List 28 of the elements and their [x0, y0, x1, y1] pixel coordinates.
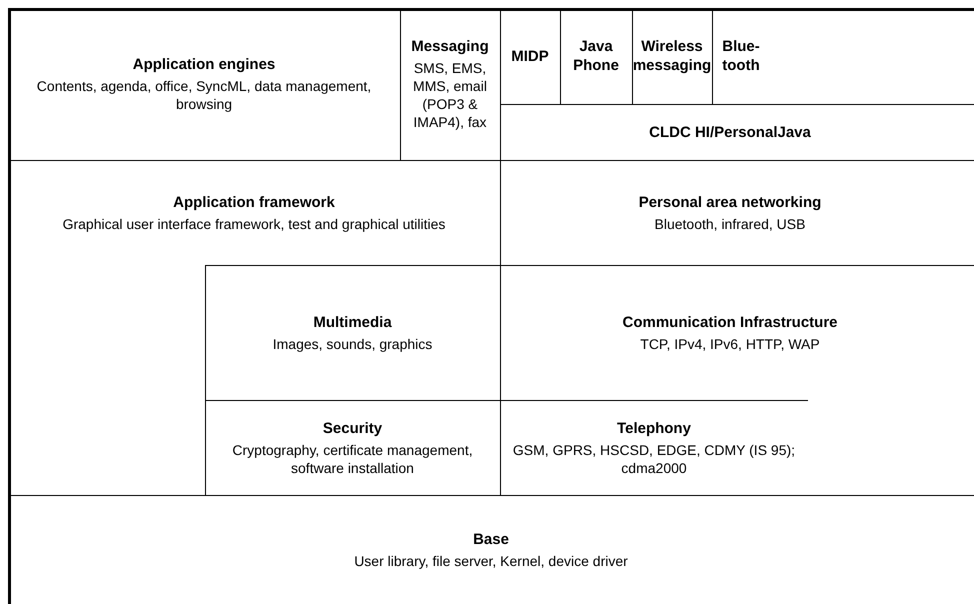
layer-description: Cryptography, certificate management, software installation: [231, 440, 474, 476]
layer-box: [632, 8, 712, 104]
layer-description: Bluetooth, infrared, USB: [654, 214, 806, 232]
layer-title: Wireless messaging: [632, 37, 712, 75]
layer-description: Images, sounds, graphics: [272, 334, 432, 352]
layer-description: SMS, EMS, MMS, email (POP3 & IMAP4), fax: [412, 59, 488, 131]
layer-box: [500, 400, 808, 495]
layer-title: Blue-tooth: [721, 37, 761, 75]
layer-title: Security: [322, 418, 382, 438]
layer-title: Personal area networking: [638, 192, 822, 212]
layer-box: [500, 160, 974, 265]
layer-description: Graphical user interface framework, test and graphical utilities: [62, 214, 446, 232]
layer-title: Communication Infrastructure: [622, 312, 838, 332]
layer-description: User library, file server, Kernel, device driver: [354, 552, 628, 570]
layer-description: GSM, GPRS, HSCSD, EDGE, CDMY (IS 95); cdma2000: [512, 440, 796, 476]
layer-title: MIDP: [511, 46, 549, 66]
layer-box: [205, 265, 500, 400]
layer-box: [205, 400, 500, 495]
layer-description: Contents, agenda, office, SyncML, data management, browsing: [36, 77, 372, 113]
layer-title: Telephony: [617, 418, 691, 438]
layer-title: CLDC HI/PersonalJava: [649, 122, 811, 142]
layer-title: Messaging: [411, 37, 489, 56]
layer-title: Multimedia: [313, 312, 392, 332]
layer-title: Java Phone: [572, 37, 620, 75]
layer-title: Application engines: [132, 55, 276, 74]
layer-description: TCP, IPv4, IPv6, HTTP, WAP: [640, 334, 820, 352]
layer-title: Application framework: [173, 192, 335, 212]
layer-title: Base: [473, 530, 509, 548]
